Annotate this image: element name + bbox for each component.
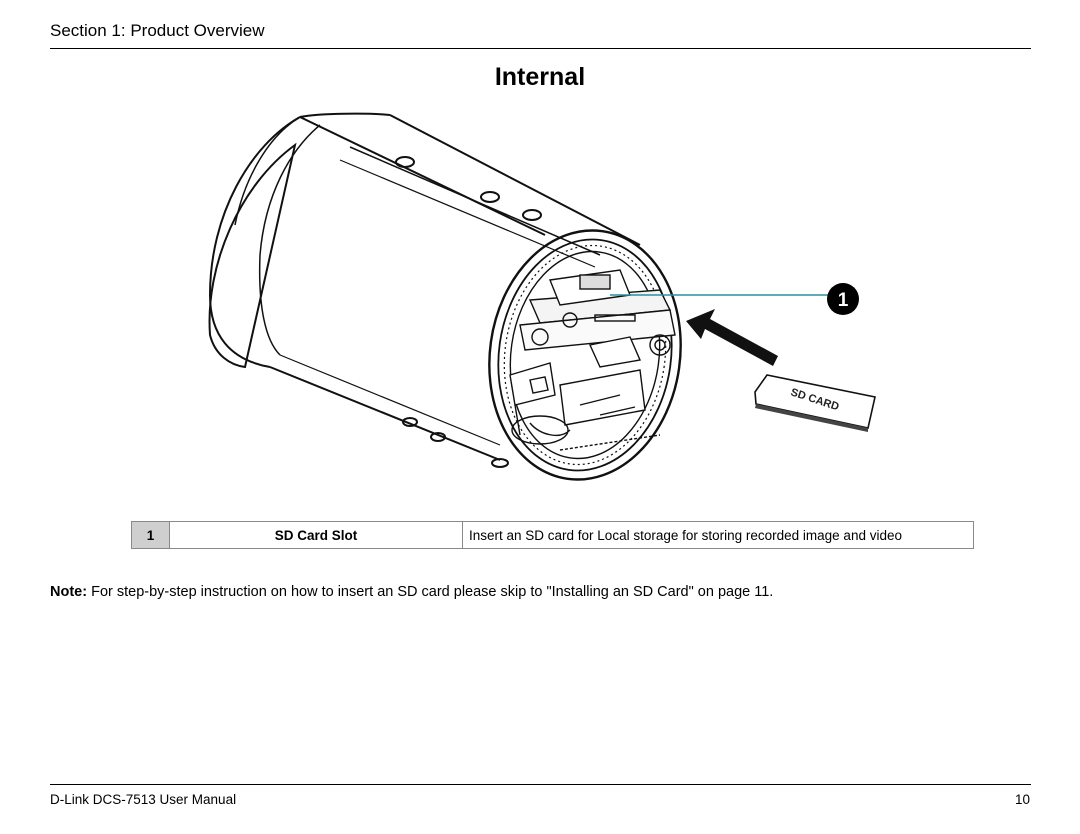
header-divider: [50, 48, 1031, 49]
footer-divider: [50, 784, 1031, 785]
camera-internal-illustration: 1 SD CARD: [200, 105, 900, 485]
note-text: For step-by-step instruction on how to i…: [87, 584, 774, 600]
insert-arrow: [686, 309, 778, 366]
section-header: Section 1: Product Overview: [50, 21, 265, 40]
note-label: Note:: [50, 584, 88, 600]
footer-manual-title: D-Link DCS-7513 User Manual: [50, 792, 237, 807]
circuit-board: [509, 269, 676, 451]
row-name: SD Card Slot: [169, 521, 463, 549]
footer-page-number: 10: [1014, 792, 1030, 807]
camera-body: [208, 112, 682, 481]
page-title: Internal: [494, 63, 586, 91]
table-row: 1 SD Card Slot Insert an SD card for Loc…: [131, 521, 974, 549]
callout-number: 1: [838, 290, 849, 311]
sd-card-icon: SD CARD: [754, 374, 876, 432]
note: Note: For step-by-step instruction on ho…: [50, 584, 773, 600]
row-number: 1: [131, 521, 170, 549]
callout-marker: 1: [827, 283, 859, 315]
row-description: Insert an SD card for Local storage for …: [462, 521, 974, 549]
spec-table: 1 SD Card Slot Insert an SD card for Loc…: [131, 521, 974, 549]
